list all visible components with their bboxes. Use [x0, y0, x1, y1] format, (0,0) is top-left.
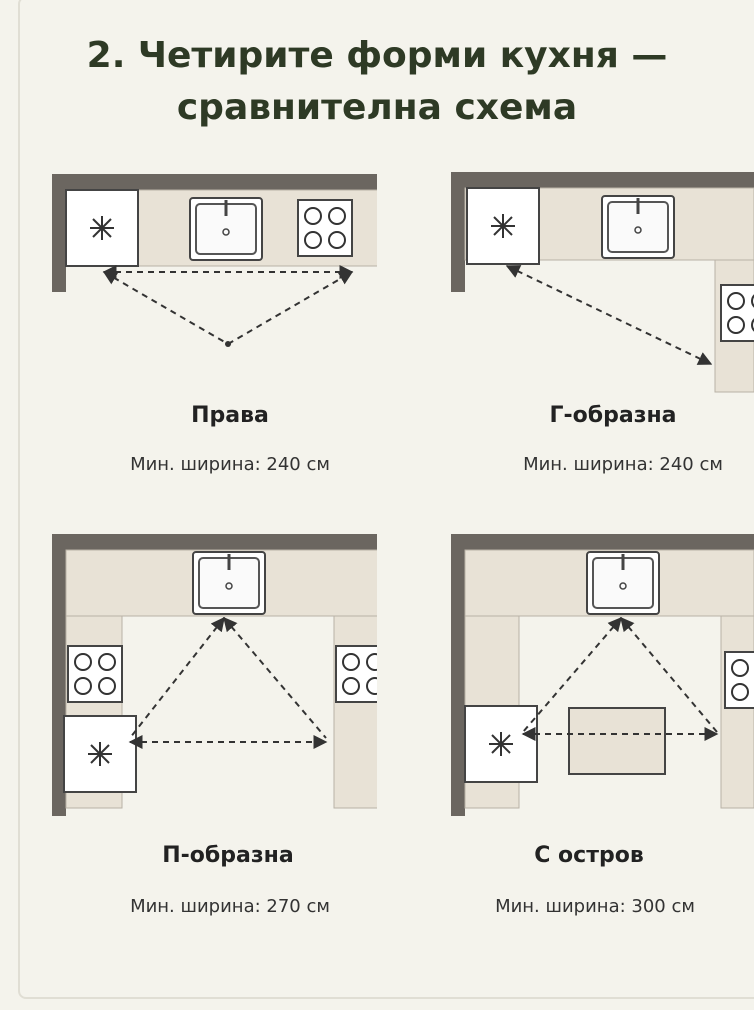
u-shaped-plan-diagram — [52, 534, 377, 816]
page-title-line-1: 2. Четирите форми кухня — — [86, 35, 668, 76]
stove-icon — [724, 651, 754, 709]
l-shaped-plan-diagram — [451, 172, 754, 393]
fridge-icon — [65, 189, 139, 267]
layout-name: П-образна — [162, 843, 294, 868]
island-plan-diagram — [451, 534, 754, 816]
fridge-icon — [464, 705, 538, 783]
work-triangle — [521, 616, 719, 741]
card-frame — [18, 0, 754, 999]
layout-min-width: Мин. ширина: 270 см — [130, 896, 330, 917]
island-counter — [568, 707, 666, 775]
layout-straight: Права Мин. ширина: 240 см — [0, 160, 377, 500]
sink-icon — [600, 194, 676, 260]
stove-icon — [720, 284, 754, 342]
straight-plan-diagram — [52, 174, 377, 347]
fridge-icon — [63, 715, 137, 793]
stove-right-icon — [335, 645, 377, 703]
wall-left — [52, 174, 66, 292]
stove-icon — [297, 199, 353, 257]
layout-l-shaped: Г-образна Мин. ширина: 240 см — [377, 160, 754, 500]
work-triangle — [505, 265, 713, 365]
layout-min-width: Мин. ширина: 240 см — [130, 454, 330, 475]
fridge-icon — [466, 187, 540, 265]
layout-name: Права — [191, 403, 269, 428]
page-title-line-2: сравнителна схема — [176, 87, 578, 128]
layout-min-width: Мин. ширина: 300 см — [495, 896, 695, 917]
layout-u-shaped: П-образна Мин. ширина: 270 см — [0, 522, 377, 942]
wall-top — [52, 174, 377, 190]
layout-name: Г-образна — [549, 403, 677, 428]
work-triangle — [128, 616, 328, 749]
layout-island: С остров Мин. ширина: 300 см — [377, 522, 754, 942]
work-triangle — [102, 265, 354, 345]
sink-icon — [585, 550, 661, 616]
stove-left-icon — [67, 645, 123, 703]
sink-icon — [191, 550, 267, 616]
layout-name: С остров — [534, 843, 644, 868]
layout-min-width: Мин. ширина: 240 см — [523, 454, 723, 475]
sink-icon — [188, 196, 264, 262]
